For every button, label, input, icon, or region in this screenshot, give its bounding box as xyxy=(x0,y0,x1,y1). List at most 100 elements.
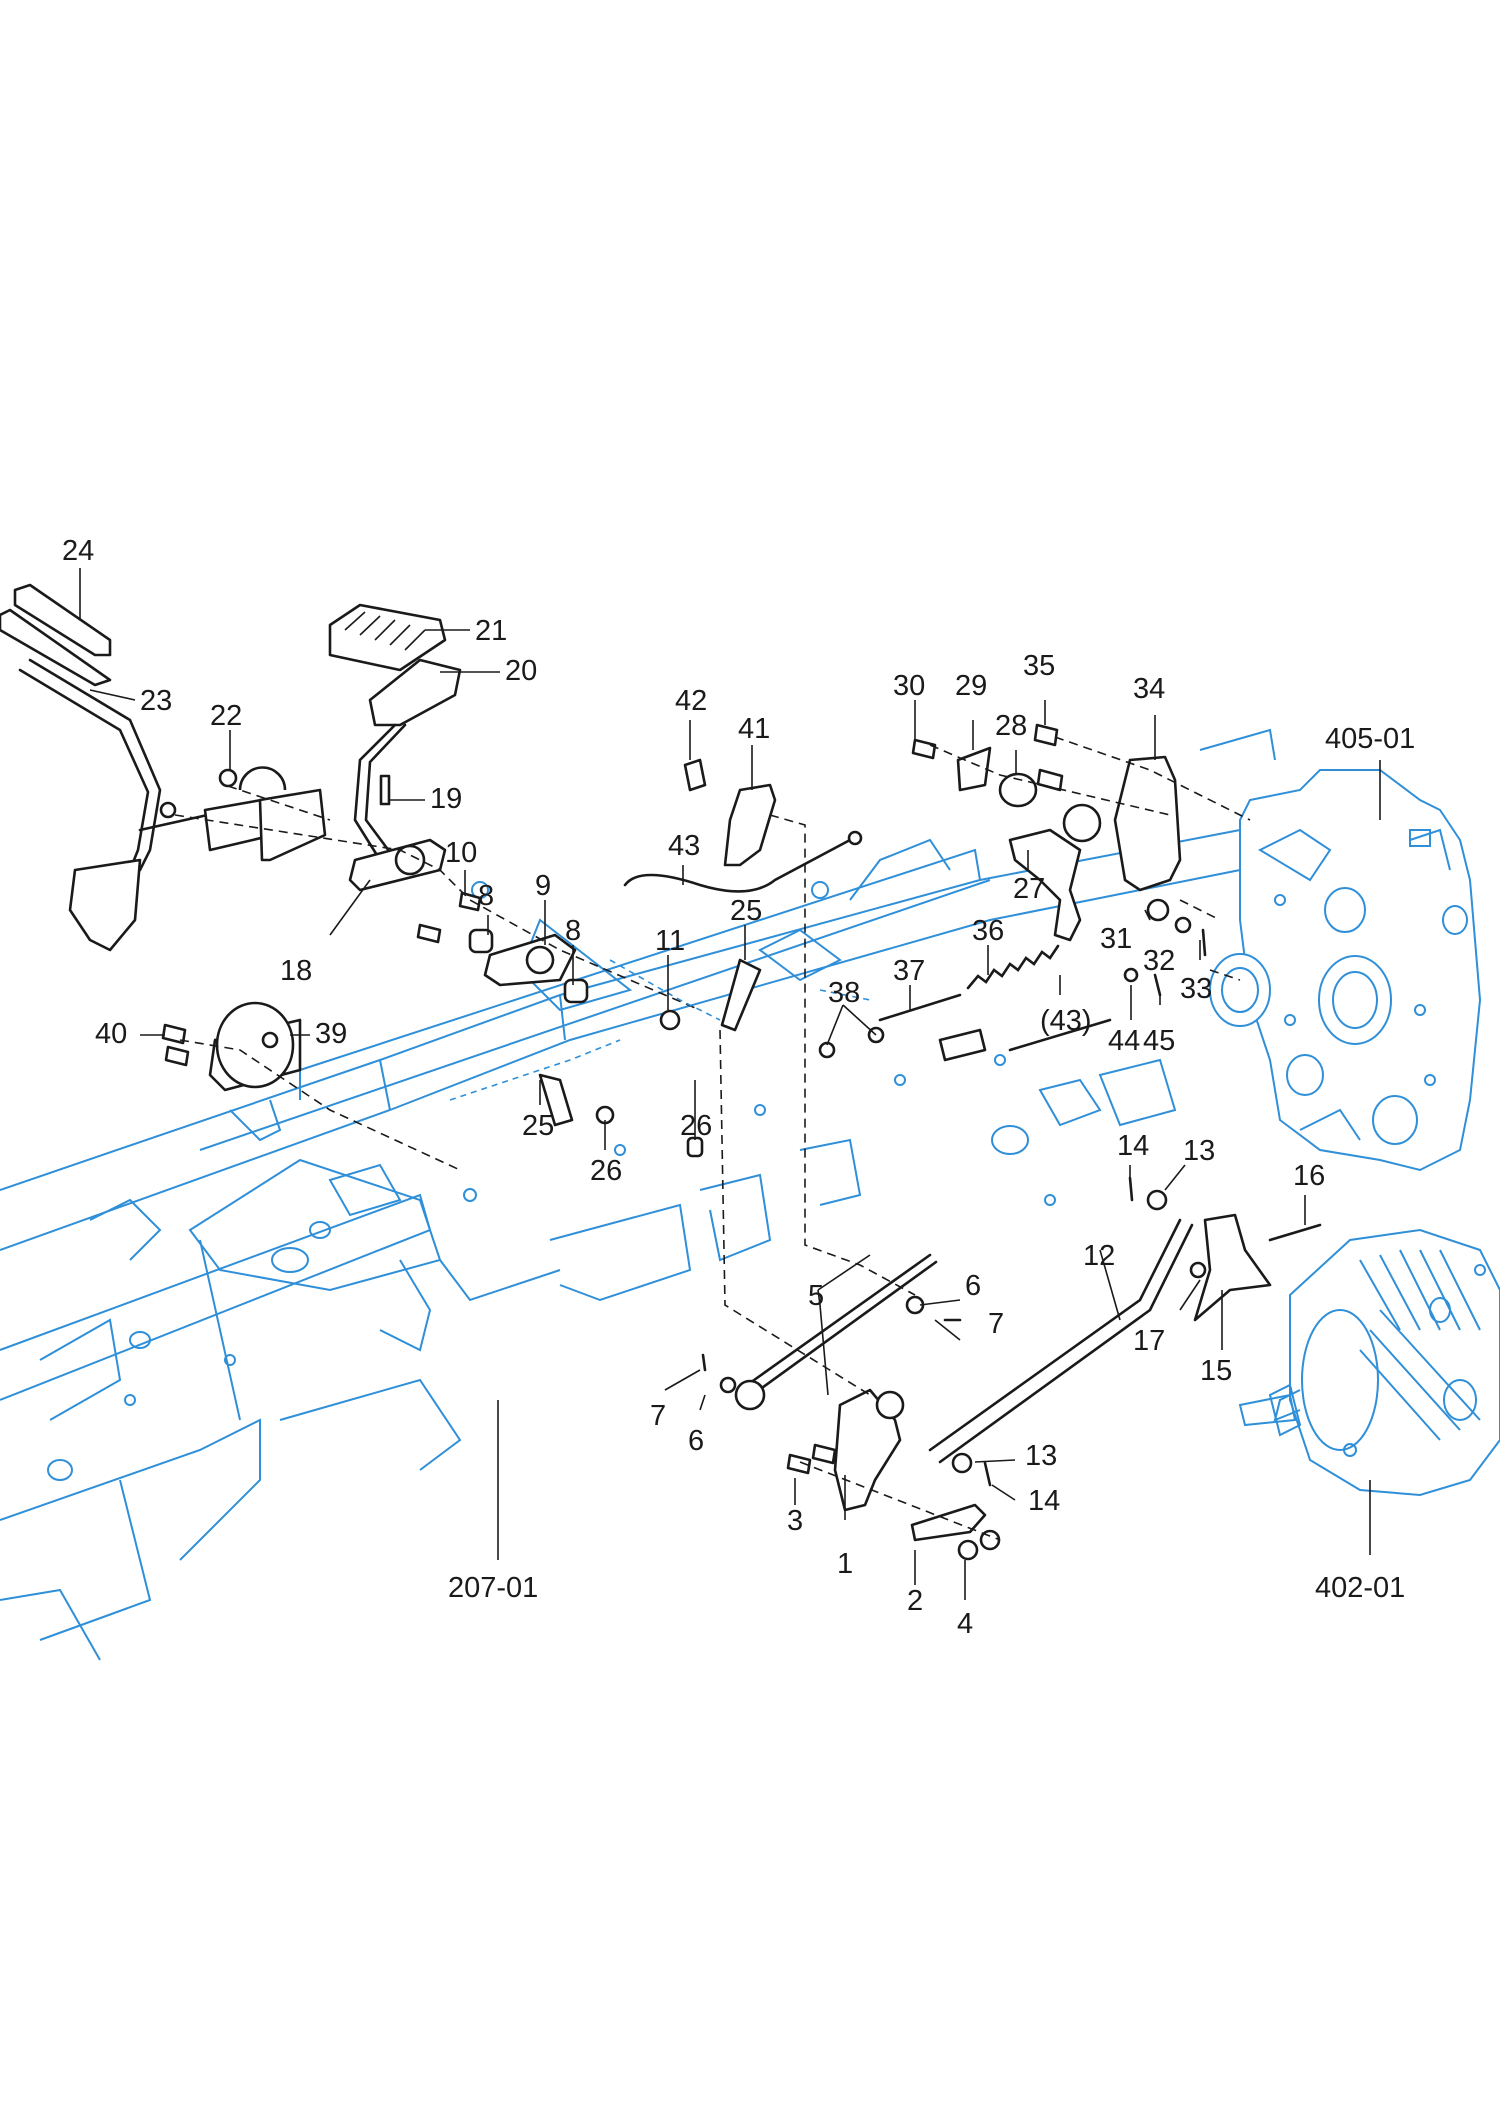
part-27-ring xyxy=(1062,803,1102,843)
label-38: 38 xyxy=(828,977,860,1009)
label-402: 402-01 xyxy=(1315,1572,1405,1604)
label-8a: 8 xyxy=(478,880,494,912)
part-15-cam xyxy=(1193,1213,1272,1322)
frame-assembly-207-01 xyxy=(0,728,1276,1661)
transmission-assembly-402-01 xyxy=(1238,1228,1500,1497)
label-9: 9 xyxy=(535,870,551,902)
part-29-knob xyxy=(956,746,992,792)
part-40-bolt-lower xyxy=(164,1045,190,1067)
label-6b: 6 xyxy=(688,1425,704,1457)
label-23: 23 xyxy=(140,685,172,717)
part-13-washer-upper xyxy=(1146,1189,1168,1211)
part-43-cable-rod xyxy=(1008,1018,1112,1052)
part-12-link-outer xyxy=(938,1223,1194,1464)
label-12: 12 xyxy=(1083,1240,1115,1272)
part-44-washer xyxy=(1123,967,1139,983)
label-3: 3 xyxy=(787,1505,803,1537)
label-43p: (43) xyxy=(1040,1005,1092,1037)
part-35-bolt xyxy=(1033,723,1059,747)
part-22-c-bracket xyxy=(238,766,287,791)
label-21: 21 xyxy=(475,615,507,647)
part-23-pedal-arm xyxy=(28,658,162,872)
part-1-hub xyxy=(875,1390,905,1420)
part-42-bolt xyxy=(683,758,707,792)
part-4-nut-left xyxy=(957,1539,979,1561)
part-24-pedal-pad xyxy=(13,583,112,657)
part-10-bolt xyxy=(458,891,482,912)
label-42: 42 xyxy=(675,685,707,717)
label-24: 24 xyxy=(62,535,94,567)
part-38-nut-left xyxy=(818,1041,836,1059)
label-25a: 25 xyxy=(730,895,762,927)
label-16: 16 xyxy=(1293,1160,1325,1192)
label-7b: 7 xyxy=(650,1400,666,1432)
part-39-hub xyxy=(261,1031,279,1049)
part-19-pin xyxy=(379,774,391,806)
label-11: 11 xyxy=(655,925,685,957)
part-20-pedal-arm xyxy=(353,723,397,862)
label-15: 15 xyxy=(1200,1355,1232,1387)
label-14b: 14 xyxy=(1028,1485,1060,1517)
part-37-plate xyxy=(938,1028,987,1062)
label-37: 37 xyxy=(893,955,925,987)
label-36: 36 xyxy=(972,915,1004,947)
part-23-pedal-foot xyxy=(68,858,142,952)
part-21-pedal-pad xyxy=(328,603,447,672)
part-23-pedal-arm-inner xyxy=(18,668,150,872)
label-1: 1 xyxy=(837,1548,853,1580)
part-31-washer xyxy=(1146,898,1170,922)
part-32-washer xyxy=(1174,916,1192,934)
label-6a: 6 xyxy=(965,1270,981,1302)
part-43-cable xyxy=(623,838,852,893)
label-207: 207-01 xyxy=(448,1572,538,1604)
label-43: 43 xyxy=(668,830,700,862)
part-25-bolt-upper xyxy=(720,958,762,1032)
label-10: 10 xyxy=(445,837,477,869)
part-5-rod xyxy=(738,1253,932,1392)
label-13a: 13 xyxy=(1183,1135,1215,1167)
part-41-bracket xyxy=(723,783,777,867)
part-5-rod-eye xyxy=(734,1379,766,1411)
part-12-link xyxy=(928,1218,1182,1452)
part-28-bushing xyxy=(998,772,1038,808)
label-14a: 14 xyxy=(1117,1130,1149,1162)
label-27: 27 xyxy=(1013,873,1045,905)
label-2: 2 xyxy=(907,1585,923,1617)
part-14-pin-upper xyxy=(1128,1176,1134,1202)
label-5: 5 xyxy=(808,1280,824,1312)
label-45: 45 xyxy=(1143,1025,1175,1057)
label-31: 31 xyxy=(1100,923,1132,955)
label-4: 4 xyxy=(957,1608,973,1640)
label-8b: 8 xyxy=(565,915,581,947)
part-11-nut xyxy=(659,1009,681,1031)
part-37-rod xyxy=(878,993,962,1022)
part-20-pedal-arm-inner xyxy=(364,723,407,857)
label-17: 17 xyxy=(1133,1325,1165,1357)
housing-assembly-405-01 xyxy=(1209,769,1482,1172)
part-45-pin xyxy=(1153,973,1162,997)
part-30-bolt xyxy=(911,738,937,760)
label-25b: 25 xyxy=(522,1110,554,1142)
part-3-bolt-right xyxy=(811,1443,837,1465)
label-26a: 26 xyxy=(590,1155,622,1187)
label-18: 18 xyxy=(280,955,312,987)
part-36-spring xyxy=(966,944,1060,990)
label-30: 30 xyxy=(893,670,925,702)
part-20-boss xyxy=(258,788,327,862)
label-26b: 26 xyxy=(680,1110,712,1142)
bolt-near-8 xyxy=(416,923,442,944)
part-8-bushing-upper xyxy=(468,928,494,954)
label-35: 35 xyxy=(1023,650,1055,682)
part-43-cable-end xyxy=(847,830,863,846)
part-39-body xyxy=(215,1001,295,1089)
label-33: 33 xyxy=(1180,973,1212,1005)
label-34: 34 xyxy=(1133,673,1165,705)
part-16-bolt xyxy=(1268,1223,1322,1242)
part-14-pin-lower xyxy=(983,1461,992,1487)
alignment-lines xyxy=(174,736,1251,1541)
part-7-pin-lower xyxy=(701,1353,707,1372)
part-34-plate xyxy=(1113,755,1182,892)
part-13-washer-lower xyxy=(951,1452,973,1474)
part-6-washer-lower xyxy=(719,1376,737,1394)
